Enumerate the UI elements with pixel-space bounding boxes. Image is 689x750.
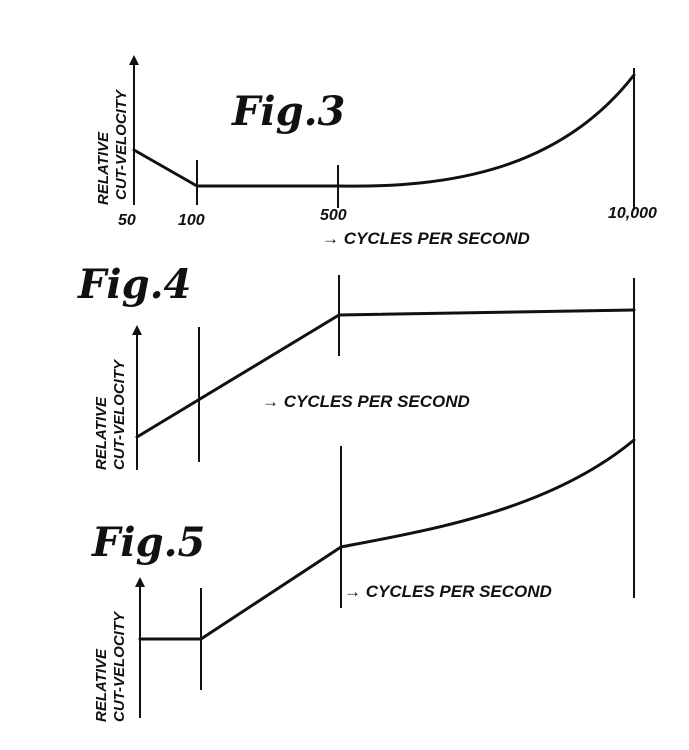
fig-3-y-label-line1: RELATIVE — [95, 131, 112, 205]
fig-3-tick-10000: 10,000 — [608, 205, 657, 222]
fig-5-title: Fig.5 — [91, 519, 205, 566]
fig-5-y-label-line1: RELATIVE — [93, 648, 110, 722]
fig-3-tick-100: 100 — [178, 212, 205, 229]
fig-3: Fig.3 RELATIVE CUT-VELOCITY 50 100 500 1… — [95, 55, 657, 248]
fig-4-title: Fig.4 — [77, 261, 191, 308]
fig-3-title: Fig.3 — [231, 88, 345, 135]
fig-3-tick-500: 500 — [320, 207, 347, 224]
fig-5-x-label: → CYCLES PER SECOND — [344, 582, 552, 601]
fig-4-x-label: → CYCLES PER SECOND — [262, 392, 470, 411]
fig-3-x-label: → CYCLES PER SECOND — [322, 229, 530, 248]
fig-4-y-label-line1: RELATIVE — [93, 396, 110, 470]
fig-4: Fig.4 RELATIVE CUT-VELOCITY → CYCLES PER… — [77, 261, 636, 470]
fig-3-curve — [132, 73, 636, 188]
fig-4-y-label-line2: CUT-VELOCITY — [111, 358, 128, 470]
fig-5-curve — [138, 438, 636, 641]
fig-3-y-label-line2: CUT-VELOCITY — [113, 88, 130, 200]
fig-4-curve — [135, 308, 636, 439]
fig-5-y-label-line2: CUT-VELOCITY — [111, 610, 128, 722]
fig-3-tick-50: 50 — [118, 212, 136, 229]
fig-5: Fig.5 RELATIVE CUT-VELOCITY → CYCLES PER… — [91, 388, 636, 722]
